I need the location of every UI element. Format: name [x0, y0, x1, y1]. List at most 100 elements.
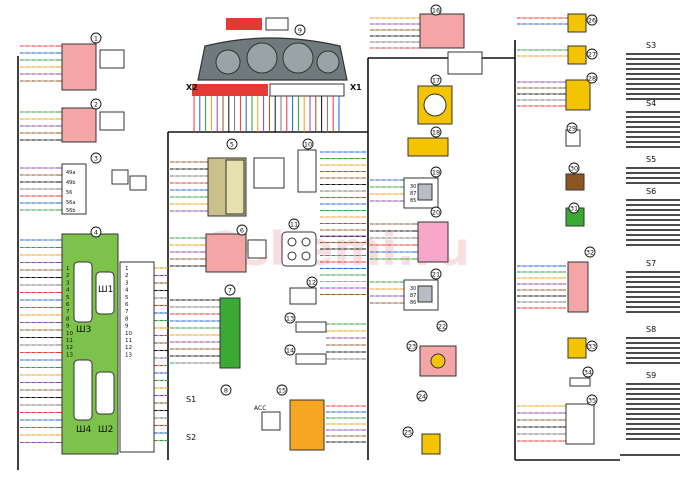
- svg-text:31: 31: [570, 204, 578, 212]
- pin-number: 5: [125, 295, 129, 301]
- relay-6: [205, 233, 267, 273]
- svg-text:28: 28: [588, 74, 596, 82]
- component-marker-2: 2: [90, 98, 102, 110]
- svg-text:5: 5: [230, 140, 234, 148]
- relay-16: [419, 13, 483, 75]
- svg-text:18: 18: [432, 128, 440, 136]
- fuse-14: [295, 353, 327, 365]
- relay-21: [403, 279, 439, 311]
- svg-text:12: 12: [308, 278, 316, 286]
- svg-text:35: 35: [588, 396, 596, 404]
- component-marker-12: 12: [306, 276, 318, 288]
- svg-text:14: 14: [286, 346, 294, 354]
- pin-number: 5: [66, 295, 70, 301]
- label-s4: S4: [646, 99, 656, 108]
- svg-text:7: 7: [228, 286, 232, 294]
- svg-text:30: 30: [410, 184, 416, 190]
- svg-text:30: 30: [570, 164, 578, 172]
- component-marker-23: 23: [406, 340, 418, 352]
- label-x1: X1: [350, 83, 362, 92]
- component-marker-33: 33: [586, 340, 598, 352]
- component-marker-15: 15: [276, 384, 288, 396]
- svg-text:87: 87: [410, 191, 416, 197]
- component-marker-19: 19: [430, 166, 442, 178]
- component-marker-32: 32: [584, 246, 596, 258]
- motor-17: [417, 85, 453, 125]
- component-marker-35: 35: [586, 394, 598, 406]
- lamp-25: [421, 433, 441, 455]
- ignition-switch-5: [207, 157, 285, 217]
- pin-number: 8: [125, 316, 129, 322]
- component-marker-10: 10: [302, 138, 314, 150]
- component-marker-34: 34: [582, 366, 594, 378]
- label-s1: S1: [186, 395, 196, 404]
- component-marker-26: 26: [586, 14, 598, 26]
- svg-text:27: 27: [588, 50, 596, 58]
- relay-32: [567, 261, 589, 313]
- pin-number: 11: [66, 338, 73, 344]
- component-20: [417, 221, 449, 263]
- component-marker-3: 3: [90, 152, 102, 164]
- component-marker-24: 24: [416, 390, 428, 402]
- svg-text:2: 2: [94, 100, 98, 108]
- component-marker-21: 21: [430, 268, 442, 280]
- component-marker-5: 5: [226, 138, 238, 150]
- component-marker-25: 25: [402, 426, 414, 438]
- s-connector-pads: [626, 53, 680, 440]
- component-marker-22: 22: [436, 320, 448, 332]
- label-s8: S8: [646, 325, 656, 334]
- component-marker-8: 8: [220, 384, 232, 396]
- lamp-23: [419, 345, 457, 377]
- component-marker-11: 11: [288, 218, 300, 230]
- switch-3-pins: 49a 49b 56 56a 56b: [66, 170, 76, 214]
- pin-number: 8: [66, 316, 70, 322]
- pin-number: 13: [125, 352, 132, 358]
- connector-11: [281, 231, 317, 267]
- relay-19-pins: 30 87 85: [410, 184, 416, 204]
- frame-lines: [17, 40, 680, 470]
- pin-number: 13: [66, 352, 73, 358]
- component-18: [407, 137, 449, 157]
- pin-number: 1: [125, 266, 129, 272]
- svg-text:3: 3: [94, 154, 98, 162]
- svg-text:6: 6: [240, 226, 244, 234]
- svg-text:56a: 56a: [66, 200, 75, 206]
- label-sh3: Ш3: [76, 325, 91, 335]
- pin-number: 7: [66, 309, 70, 315]
- svg-text:29: 29: [568, 124, 576, 132]
- label-sh1: Ш1: [98, 285, 113, 295]
- instrument-cluster: [192, 17, 348, 97]
- lamp-33: [567, 337, 587, 359]
- svg-text:13: 13: [286, 314, 294, 322]
- label-sh2: Ш2: [98, 425, 113, 435]
- label-s2: S2: [186, 433, 196, 442]
- relay-35: [565, 403, 595, 445]
- svg-text:56: 56: [66, 190, 72, 196]
- relay-block-2: [61, 107, 125, 143]
- pin-number: 6: [125, 302, 129, 308]
- lamp-27: [567, 45, 587, 65]
- component-marker-9: 9: [294, 24, 306, 36]
- svg-text:86: 86: [410, 300, 416, 306]
- component-number-markers: 1234567891011121314151617181920212223242…: [90, 4, 598, 438]
- component-marker-28: 28: [586, 72, 598, 84]
- svg-text:33: 33: [588, 342, 596, 350]
- label-s7: S7: [646, 259, 656, 268]
- pin-number: 12: [125, 345, 132, 351]
- cluster-warning-strip: [226, 18, 262, 30]
- svg-text:32: 32: [586, 248, 594, 256]
- svg-text:23: 23: [408, 342, 416, 350]
- svg-text:85: 85: [410, 198, 416, 204]
- label-s9: S9: [646, 371, 656, 380]
- pin-number: 10: [125, 331, 132, 337]
- component-marker-31: 31: [568, 202, 580, 214]
- svg-text:56b: 56b: [66, 208, 76, 214]
- fuse-34: [569, 377, 591, 387]
- relay-block-1: [61, 43, 125, 91]
- fuse-13: [295, 321, 327, 333]
- pin-number: 2: [125, 273, 129, 279]
- wire-bundles: [20, 17, 568, 444]
- connector-block-7: [219, 297, 241, 369]
